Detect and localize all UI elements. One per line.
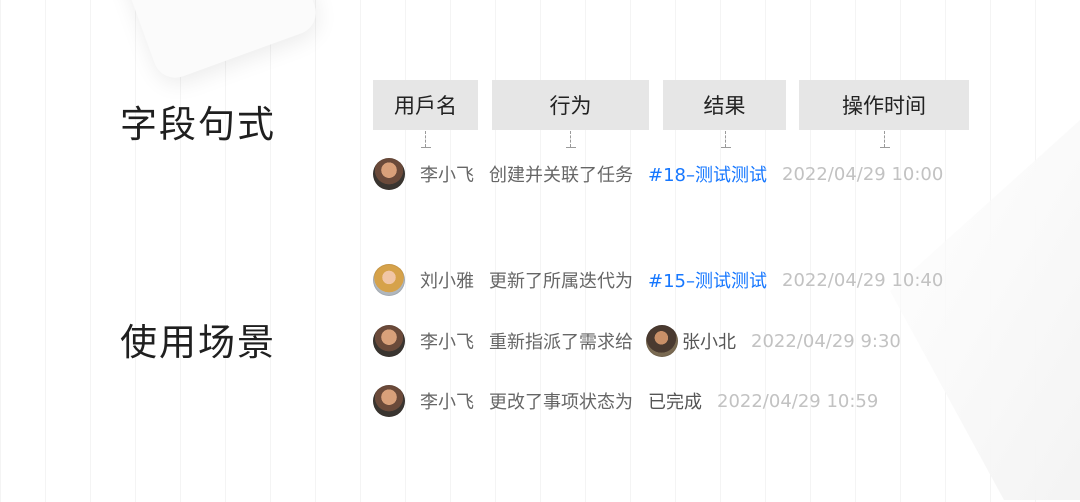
user-name: 李小飞 <box>420 332 474 353</box>
section-title-pattern: 字段句式 <box>120 103 276 146</box>
activity-row: 刘小雅 更新了所属迭代为 #15–测试测试 2022/04/29 10:40 <box>373 263 943 297</box>
column-header-result: 结果 <box>663 80 786 130</box>
timestamp: 2022/04/29 9:30 <box>751 330 901 352</box>
column-header-action: 行为 <box>492 80 649 130</box>
avatar <box>373 385 405 417</box>
timestamp: 2022/04/29 10:40 <box>782 269 944 291</box>
assignee-avatar <box>646 325 678 357</box>
action-text: 更新了所属迭代为 <box>489 271 633 292</box>
connector-result <box>721 131 731 148</box>
connector-user <box>421 131 431 148</box>
avatar <box>373 158 405 190</box>
action-text: 重新指派了需求给 <box>489 332 633 353</box>
column-header-user: 用戶名 <box>373 80 478 130</box>
column-header-time: 操作时间 <box>799 80 969 130</box>
activity-row-example: 李小飞 创建并关联了任务 #18–测试测试 2022/04/29 10:00 <box>373 157 943 191</box>
user-name: 李小飞 <box>420 392 474 413</box>
avatar <box>373 264 405 296</box>
assignee-name: 张小北 <box>682 332 736 353</box>
result-status: 已完成 <box>648 392 702 413</box>
action-text: 更改了事项状态为 <box>489 392 633 413</box>
connector-action <box>566 131 576 148</box>
user-name: 刘小雅 <box>420 271 474 292</box>
action-text: 创建并关联了任务 <box>489 165 633 186</box>
assignee: 张小北 <box>646 325 736 357</box>
result-link[interactable]: #15–测试测试 <box>648 271 767 292</box>
user-name: 李小飞 <box>420 165 474 186</box>
activity-row: 李小飞 重新指派了需求给 张小北 2022/04/29 9:30 <box>373 324 901 358</box>
timestamp: 2022/04/29 10:59 <box>717 390 879 412</box>
activity-row: 李小飞 更改了事项状态为 已完成 2022/04/29 10:59 <box>373 384 878 418</box>
timestamp: 2022/04/29 10:00 <box>782 163 944 185</box>
connector-time <box>880 131 890 148</box>
result-link[interactable]: #18–测试测试 <box>648 165 767 186</box>
section-title-usage: 使用场景 <box>120 321 276 364</box>
avatar <box>373 325 405 357</box>
